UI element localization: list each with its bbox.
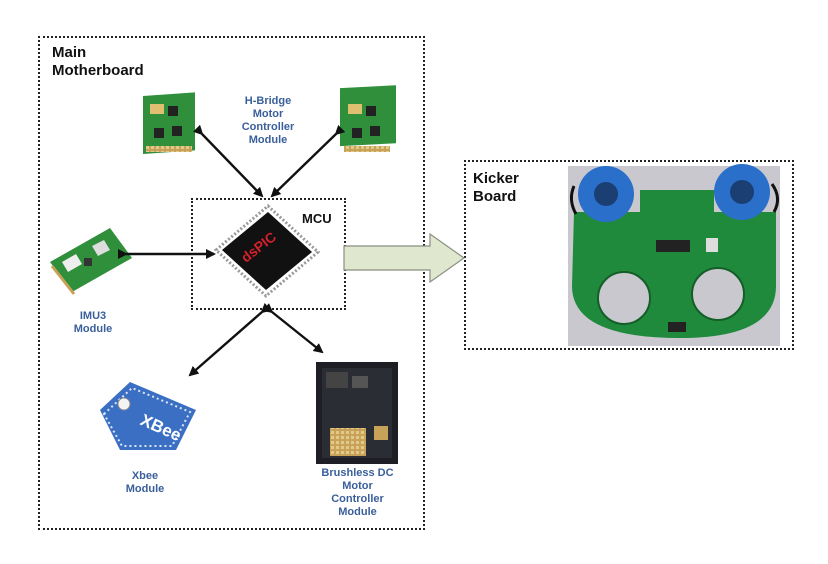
interface-arrow [343, 232, 466, 284]
kicker-board-title: Kicker Board [473, 170, 519, 205]
imu3-module-image [50, 228, 132, 295]
hbridge-module-left-image [143, 92, 195, 155]
kicker-board-boundary [464, 160, 794, 350]
main-motherboard-title: Main Motherboard [52, 44, 144, 79]
mcu-chip-image: dsPIC [213, 203, 321, 299]
arrow-mcu-hbridge-right [270, 124, 346, 198]
imu-label: IMU3 Module [73, 310, 113, 335]
main-motherboard-boundary [38, 36, 425, 530]
arrow-mcu-xbee [188, 302, 272, 377]
bldc-module-image [316, 362, 398, 464]
mcu-title: MCU [302, 211, 332, 226]
xbee-label: Xbee Module [125, 470, 165, 495]
xbee-module-image: XBee [100, 382, 196, 450]
bldc-label: Brushless DC Motor Controller Module [321, 467, 394, 518]
arrow-mcu-bldc [262, 303, 324, 354]
kicker-board-image [568, 164, 780, 346]
arrow-mcu-hbridge-left [192, 124, 264, 198]
hbridge-module-right-image [340, 85, 396, 152]
